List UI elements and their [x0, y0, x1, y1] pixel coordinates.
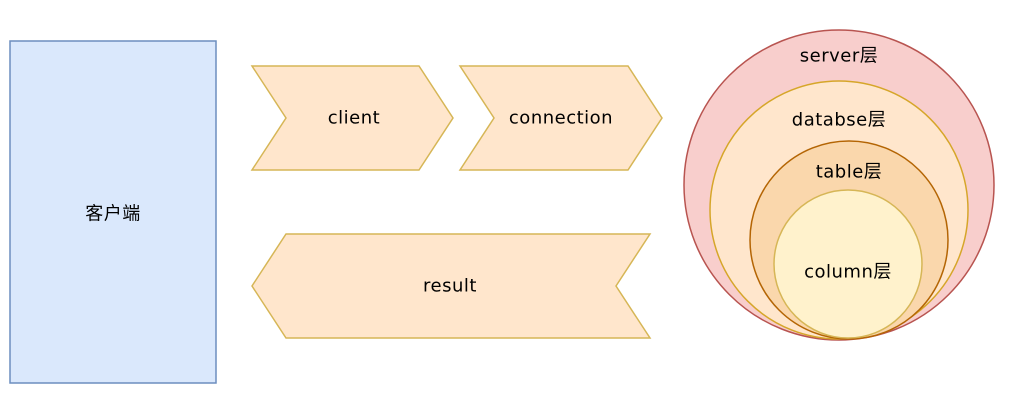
column-layer-label: column层: [804, 262, 892, 283]
server-layer-label: server层: [800, 46, 878, 67]
result-arrow-label: result: [423, 276, 477, 297]
database-layer-label: databse层: [792, 110, 886, 131]
client-box-shape: [9, 40, 217, 384]
connection-arrow: connection: [458, 65, 663, 171]
client-box-label: 客户端: [85, 204, 141, 225]
connection-arrow-label: connection: [509, 108, 613, 129]
table-layer-label: table层: [816, 162, 883, 183]
result-arrow-shape: [251, 233, 652, 339]
client-arrow-shape: [250, 65, 454, 171]
column-layer-circle: [773, 189, 923, 339]
layer-stack: server层 databse层 table层 column层: [683, 29, 995, 341]
connection-arrow-shape: [458, 65, 663, 171]
result-arrow: result: [251, 233, 652, 339]
client-arrow: client: [250, 65, 454, 171]
client-arrow-label: client: [328, 108, 380, 129]
column-layer: column层: [773, 189, 923, 339]
client-box: 客户端: [9, 40, 217, 384]
